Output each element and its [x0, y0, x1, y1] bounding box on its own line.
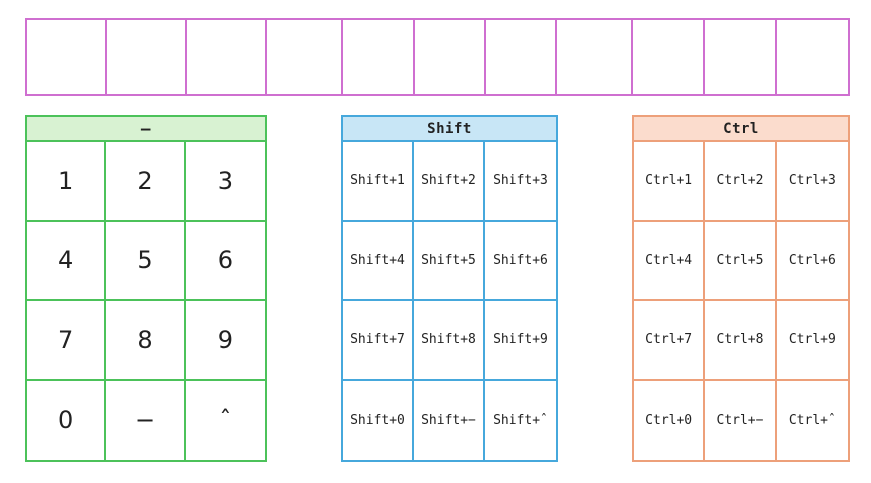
- panel-shift-header: Shift: [343, 117, 556, 142]
- key-cell-shift[interactable]: Shift+5: [414, 221, 485, 301]
- key-cell-shift[interactable]: Shift+3: [485, 142, 556, 222]
- empty-slot[interactable]: [187, 20, 267, 94]
- key-cell-ctrl[interactable]: Ctrl+2: [705, 142, 777, 222]
- key-cell-shift[interactable]: Shift+6: [485, 222, 556, 301]
- key-cell-shift[interactable]: Shift+ˆ: [493, 412, 548, 428]
- key-cell-ctrl[interactable]: Ctrl+−: [705, 380, 777, 460]
- empty-slot[interactable]: [486, 20, 557, 94]
- key-cell-main[interactable]: 3: [185, 142, 265, 222]
- key-cell-main[interactable]: ˆ: [219, 406, 232, 435]
- key-cell-ctrl[interactable]: Ctrl+1: [634, 142, 706, 222]
- key-cell-ctrl[interactable]: Ctrl+0: [634, 380, 706, 460]
- empty-slot[interactable]: [705, 20, 777, 94]
- key-cell-shift[interactable]: Shift+4: [343, 221, 414, 301]
- empty-slot[interactable]: [267, 20, 343, 94]
- key-cell-shift[interactable]: Shift+7: [343, 301, 414, 381]
- empty-slot[interactable]: [777, 20, 848, 94]
- panel-ctrl-header: Ctrl: [634, 117, 848, 142]
- key-cell-ctrl[interactable]: Ctrl+7: [634, 301, 706, 381]
- panel-main-header: —: [27, 117, 265, 142]
- key-cell-shift[interactable]: Shift+1: [343, 142, 414, 222]
- key-cell-main[interactable]: 6: [185, 222, 265, 301]
- empty-slot[interactable]: [557, 20, 633, 94]
- key-cell-main[interactable]: 0: [27, 380, 107, 460]
- key-cell-main[interactable]: −: [106, 380, 186, 460]
- key-cell-main[interactable]: 4: [27, 221, 107, 301]
- key-cell-main[interactable]: 7: [27, 301, 107, 381]
- key-cell-shift[interactable]: Shift+8: [414, 301, 485, 381]
- empty-slot[interactable]: [27, 20, 107, 94]
- key-cell-main[interactable]: 8: [106, 301, 186, 381]
- empty-slot[interactable]: [633, 20, 705, 94]
- key-cell-shift[interactable]: Shift+−: [414, 380, 485, 460]
- key-cell-shift[interactable]: Shift+9: [485, 301, 556, 381]
- key-cell-shift[interactable]: Shift+0: [343, 380, 414, 460]
- empty-slot[interactable]: [343, 20, 415, 94]
- empty-slot-row: [25, 18, 850, 96]
- key-cell-ctrl[interactable]: Ctrl+6: [776, 222, 848, 301]
- empty-slot[interactable]: [415, 20, 486, 94]
- key-cell-ctrl[interactable]: Ctrl+5: [705, 221, 777, 301]
- key-cell-main[interactable]: 1: [27, 142, 107, 222]
- key-cell-ctrl[interactable]: Ctrl+ˆ: [788, 412, 836, 428]
- empty-slot[interactable]: [107, 20, 187, 94]
- key-cell-main[interactable]: 9: [185, 301, 265, 381]
- key-cell-ctrl[interactable]: Ctrl+9: [776, 301, 848, 381]
- key-cell-main[interactable]: 5: [106, 221, 186, 301]
- key-cell-ctrl[interactable]: Ctrl+3: [776, 142, 848, 222]
- key-cell-ctrl[interactable]: Ctrl+8: [705, 301, 777, 381]
- key-cell-main[interactable]: 2: [106, 142, 186, 222]
- key-cell-ctrl[interactable]: Ctrl+4: [634, 221, 706, 301]
- key-cell-shift[interactable]: Shift+2: [414, 142, 485, 222]
